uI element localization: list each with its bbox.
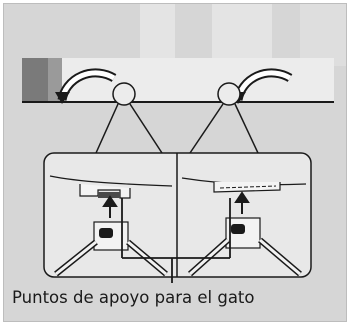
jack-points-caption: Puntos de apoyo para el gato [12, 288, 255, 307]
caption-bracket [121, 198, 231, 283]
front-jack-point-marker [112, 82, 136, 106]
front-wheel-arch [55, 68, 117, 104]
background-bands [140, 4, 346, 66]
callout-leader-lines [95, 103, 259, 154]
rear-jack-point-detail [181, 177, 307, 277]
car-side-view [22, 58, 334, 103]
rear-jack-point-marker [217, 82, 241, 106]
